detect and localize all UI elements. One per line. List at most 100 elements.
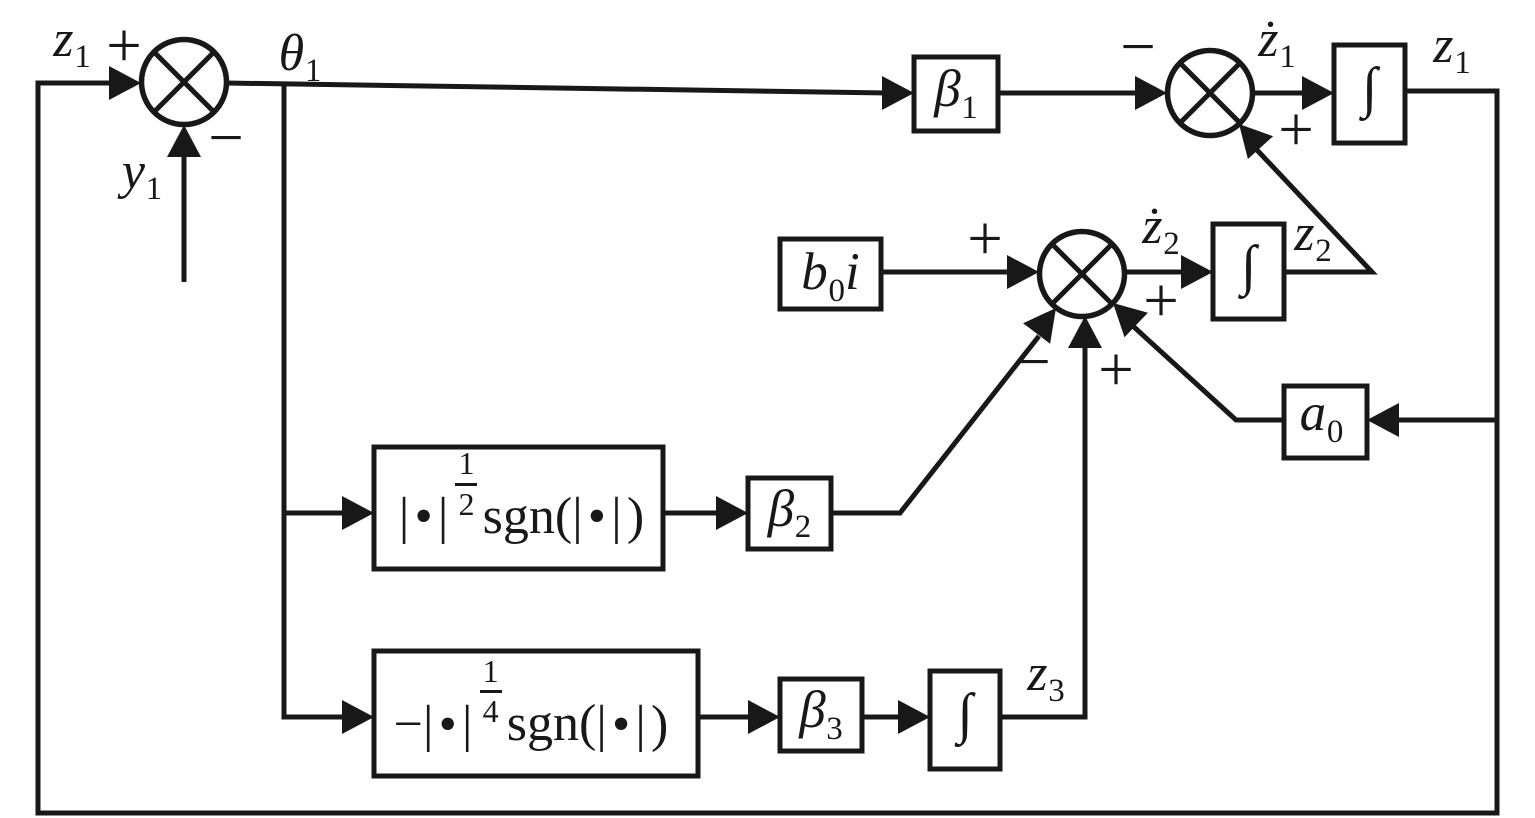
wire-beta2-to-j3 [831,334,1041,516]
label-z3: z3 [1027,644,1065,710]
block-beta2-base: β [767,479,795,538]
block-b0i-tail: i [844,243,860,302]
wire-outer-feedback-loop [35,80,1500,816]
label-z1-output-base: z [1433,16,1454,74]
signal-wires [35,80,1500,816]
label-z1-output: z1 [1433,16,1471,82]
fun-sqrt-exponent-numerator: 1 [455,446,478,486]
label-y1-base: y [121,142,145,200]
arrowhead-into-fun-fourth [342,700,374,734]
block-integrator1-label: ∫ [1334,45,1405,143]
arrowhead-into-integrator3 [898,700,930,734]
label-j3-plus-sign-z3: + [1098,334,1134,405]
wire-theta1-to-beta1 [225,80,889,96]
arrowhead-into-fun-sqrt [342,496,374,530]
label-z1-output-sub: 1 [1454,45,1471,82]
fun-fourth-pre: − [393,695,423,753]
block-beta2-box [745,475,834,552]
label-j3-plus-sign-a0: + [1143,265,1179,336]
block-integrator3-label: ∫ [930,671,1000,769]
summing-junction-2-cross-b [1178,61,1242,125]
arrowhead-into-integrator1 [1302,76,1334,110]
block-beta3-sub: 3 [826,710,843,747]
label-zdot2-base: ż [1142,197,1163,255]
fun-sqrt-sgn: sgn( [482,487,573,545]
block-beta2-sub: 2 [794,509,812,546]
label-z2-base: z [1294,204,1315,262]
label-j3-minus-sign-beta2: − [1015,326,1051,397]
block-beta2-label: β2 [748,478,831,549]
block-b0i-sub: 0 [828,272,845,309]
block-a0-box [1281,383,1370,461]
fun-fourth-close-paren: ) [651,695,669,753]
block-beta1-text: β1 [934,63,978,124]
label-j1-plus-sign: + [106,10,142,81]
block-integrator2-symbol: ∫ [1240,234,1257,297]
label-j3-plus-sign-b0i: + [967,203,1003,274]
fun-sqrt-arg: |•| [398,487,454,545]
summing-junction-1 [138,36,230,128]
arrowhead-into-integrator2 [1181,255,1213,289]
label-zdot2: ż2 [1142,197,1179,261]
label-j2-minus-sign: − [1120,11,1156,82]
arrowhead-into-j3-from-a0 [1113,303,1148,338]
arrowhead-into-j2-left [1135,76,1167,110]
arrowhead-into-beta3 [748,700,780,734]
block-fun-fourth-box [371,648,701,779]
block-beta1-sub: 1 [961,89,978,126]
summing-junction-1-cross-b [152,50,216,114]
label-zdot1: ż1 [1258,13,1295,74]
label-z3-sub: 3 [1048,673,1065,710]
arrowhead-into-j1-left [109,66,141,100]
arrowhead-into-j2-from-z2 [1239,124,1274,159]
block-beta3-label: β3 [780,679,862,751]
block-a0-label: a0 [1284,386,1367,458]
block-beta3-box [777,676,865,754]
block-beta1-label: β1 [914,57,998,131]
label-theta1-base: θ [278,24,305,82]
block-a0-sub: 0 [1326,413,1344,450]
fun-sqrt-arg2: |•| [572,487,627,545]
block-b0i-base: b [801,243,828,302]
block-a0-text: a0 [1300,387,1344,448]
wire-theta1-branch-vertical [281,84,348,720]
summing-junction-3-cross-b [1050,242,1114,306]
label-z1-input: z1 [53,13,90,74]
label-z2: z2 [1294,204,1332,270]
fun-sqrt-exponent-denominator: 2 [458,485,475,522]
block-integrator2-box [1210,221,1287,322]
arrowhead-into-beta1 [882,76,914,110]
block-beta3-base: β [799,681,826,740]
summing-junction-2 [1164,47,1256,139]
label-theta1: θ1 [278,24,322,88]
block-integrator1-symbol: ∫ [1361,57,1378,119]
block-beta1-base: β [934,60,961,119]
arrowheads [109,66,1399,734]
block-beta1-box [911,54,1001,134]
arrowhead-into-beta2 [716,496,748,530]
arrowhead-into-a0 [1367,403,1399,437]
wire-z2-to-j2 [1255,148,1378,275]
summing-junction-3 [1036,228,1128,320]
wire-a0-to-j3 [1132,325,1284,423]
label-j1-minus-sign: − [208,102,244,173]
arrowhead-into-j1-bottom [167,125,201,157]
block-b0i-box [777,236,884,312]
label-j2-plus-sign: + [1278,94,1314,165]
arrowhead-into-j3-from-beta2 [1023,308,1056,344]
block-integrator3-box [927,668,1003,772]
label-z2-sub: 2 [1315,233,1332,270]
block-beta2-text: β2 [767,479,812,546]
fun-fourth-exponent-numerator: 1 [479,654,502,694]
label-z3-base: z [1027,644,1048,702]
block-integrator1-box [1331,42,1408,146]
block-integrator2-label: ∫ [1213,224,1284,319]
fun-fourth-arg: |•| [423,695,478,753]
block-beta3-text: β3 [799,684,843,745]
arrowhead-into-j3-left [1007,255,1039,289]
